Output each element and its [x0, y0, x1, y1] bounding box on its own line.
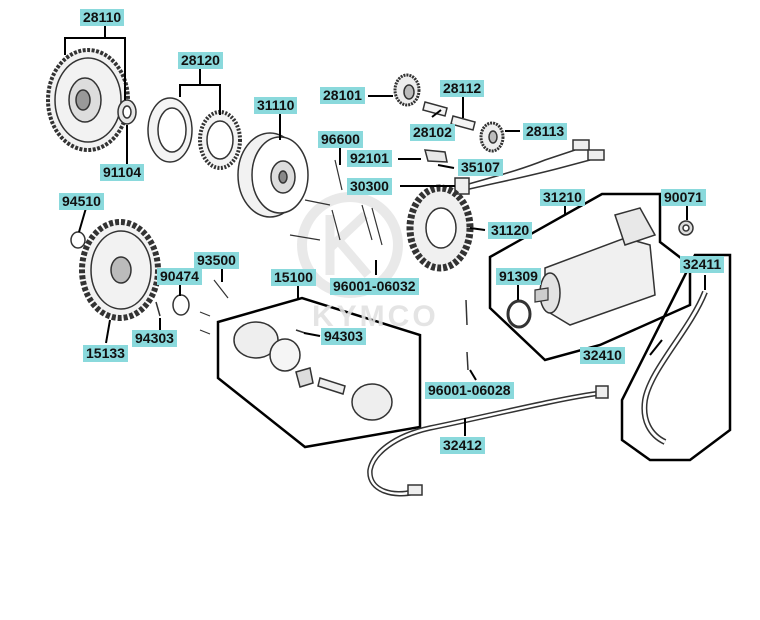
gear-28110: [46, 48, 130, 152]
bolts-93500: [199, 279, 229, 335]
callout-15133: 15133: [83, 345, 128, 362]
callout-90474: 90474: [157, 268, 202, 285]
pin-94303: [155, 301, 306, 334]
callout-28102: 28102: [410, 124, 455, 141]
callout-32411: 32411: [680, 256, 725, 273]
wiring-harness-30300: [454, 139, 605, 195]
bearing-91104: [117, 99, 137, 125]
callout-32410: 32410: [580, 347, 625, 364]
callout-28112: 28112: [440, 80, 485, 97]
clutch-plate-28120: [147, 97, 242, 170]
callout-28110: 28110: [80, 9, 125, 26]
screws-96600: [289, 159, 383, 246]
kymco-watermark-text: KYMCO: [312, 300, 439, 333]
flywheel-31110: [237, 132, 309, 218]
callout-96001-06032: 96001-06032: [330, 278, 419, 295]
callout-91309: 91309: [496, 268, 541, 285]
callout-90071: 90071: [661, 189, 706, 206]
callout-15100: 15100: [271, 269, 316, 286]
washer-90474: [172, 294, 190, 316]
callout-31120: 31120: [488, 222, 533, 239]
callout-94510: 94510: [59, 193, 104, 210]
callout-30300: 30300: [347, 178, 392, 195]
bolts-96001-06028: [465, 299, 469, 371]
callout-31210: 31210: [540, 189, 585, 206]
callout-32412: 32412: [440, 437, 485, 454]
callout-96001-06028: 96001-06028: [425, 382, 514, 399]
callout-28101: 28101: [320, 87, 365, 104]
gear-15133: [79, 219, 161, 321]
gear-28101: [393, 73, 421, 107]
callout-28113: 28113: [523, 123, 568, 140]
callout-28120: 28120: [178, 52, 223, 69]
callout-94303-b: 94303: [132, 330, 177, 347]
callout-96600: 96600: [318, 131, 363, 148]
callout-92101: 92101: [347, 150, 392, 167]
group-box-32410: [620, 253, 732, 462]
group-box-15100: [216, 296, 422, 449]
callout-35107: 35107: [458, 159, 503, 176]
gear-28113: [479, 121, 505, 153]
stator-31120: [406, 184, 474, 272]
callout-94303-a: 94303: [321, 328, 366, 345]
clip-94510: [70, 231, 86, 249]
shaft-28112: [422, 101, 476, 131]
callout-31110: 31110: [254, 97, 298, 114]
callout-93500: 93500: [194, 252, 239, 269]
group-box-31210: [488, 192, 692, 362]
callout-91104: 91104: [100, 164, 145, 181]
sensor-35107: [423, 149, 448, 163]
nut-90071: [678, 220, 694, 236]
cable-32412: [367, 385, 609, 497]
leader-lines: [64, 25, 706, 436]
